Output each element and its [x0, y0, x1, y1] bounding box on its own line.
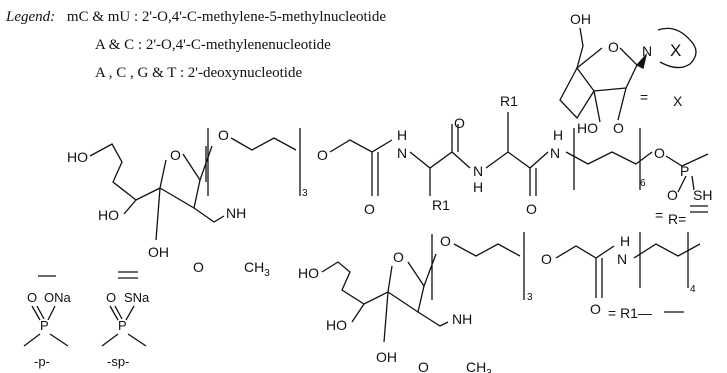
second-ho: HO [298, 265, 319, 281]
second-anomeric [423, 234, 437, 300]
second-o-acetyl: O [418, 359, 429, 373]
legend-header: Legend: [6, 9, 56, 25]
second-sub3: 3 [527, 292, 533, 303]
phos-p2: P [118, 318, 127, 333]
phos-ona: ONa [44, 290, 72, 305]
lna-oh: OH [570, 11, 591, 27]
main-p: P [680, 163, 689, 179]
lna-bonds-b [576, 47, 638, 92]
lna-o-bridge: O [613, 120, 624, 136]
phos-bonds-1 [23, 305, 69, 347]
legend-line-3: A , C , G & T : 2'-deoxynucleotide [95, 65, 303, 81]
second-n: N [617, 251, 627, 267]
main-o-acetyl: O [193, 259, 204, 275]
main-chain: HO O O 3 O H N O R1 O N H R1 O H N 6 O P… [67, 93, 712, 279]
main-amide-3 [429, 112, 549, 196]
second-chain: HO O O 3 O H N 4 O = R1— HO NH OH O CH3 [298, 232, 701, 373]
main-phosphorothioate [665, 153, 709, 193]
main-o-c3: O [526, 201, 537, 217]
second-ch3-text: CH [466, 359, 486, 373]
second-ch3: CH3 [466, 359, 492, 373]
second-amide [555, 245, 615, 298]
second-eq-r1: = R1— [608, 305, 652, 321]
second-sugar-b [387, 261, 425, 314]
main-sub6: 6 [640, 178, 646, 189]
second-nh: NH [452, 311, 472, 327]
legend-text-1: mC & mU : 2'-O,4'-C-methylene-5-methylnu… [66, 9, 386, 25]
phos-o1: O [27, 290, 37, 305]
second-oh: OH [376, 349, 397, 365]
phos-o2: O [106, 290, 116, 305]
lna-eq: = [640, 89, 648, 105]
main-o-link: O [218, 127, 229, 143]
main-amide-2 [409, 124, 471, 169]
main-h2: H [473, 179, 483, 195]
lna-bonds-a [575, 27, 603, 70]
second-sugar-c [351, 291, 449, 343]
lna-base-x: X [670, 41, 681, 60]
main-nh: NH [226, 205, 246, 221]
lna-base-arc [657, 27, 697, 69]
main-ch3-sub: 3 [264, 268, 270, 279]
main-sugar-c [123, 187, 225, 241]
lna-bonds-c [559, 67, 595, 120]
main-anomeric [199, 145, 213, 182]
phos-sna: SNa [124, 290, 150, 305]
second-o-c: O [590, 301, 601, 317]
main-o-link2: O [317, 147, 328, 163]
legend-line-1: Legend: mC & mU : 2'-O,4'-C-methylene-5-… [6, 9, 386, 26]
second-peg [453, 232, 525, 300]
main-ch3-text: CH [244, 259, 264, 275]
main-o-c2: O [454, 115, 465, 131]
lna-bonds-d [593, 87, 627, 123]
main-peg [207, 128, 301, 196]
main-o-ring: O [170, 147, 181, 163]
second-ho-left: HO [326, 317, 347, 333]
lna-o-ring: O [608, 39, 619, 55]
phos-label-sp: -sp- [107, 354, 129, 369]
main-sugar-b [159, 153, 201, 210]
main-ch3: CH3 [244, 259, 270, 279]
main-r1-top: R1 [500, 93, 518, 109]
phos-p1: P [40, 318, 49, 333]
main-sugar-a [89, 143, 167, 201]
main-amide-1 [329, 139, 393, 196]
main-sh: SH [693, 187, 712, 203]
lna-wedge [635, 52, 648, 69]
legend-line-2: A & C : 2'-O,4'-C-methylenenucleotide [95, 37, 331, 53]
lna-n: N [642, 43, 652, 59]
second-ch3-sub: 3 [486, 368, 492, 373]
main-r-eq: R= [668, 211, 686, 227]
lna-x: X [673, 93, 683, 109]
main-h3: H [553, 127, 563, 143]
main-h1: H [397, 127, 407, 143]
main-n2: N [473, 163, 483, 179]
second-sub4: 4 [690, 284, 696, 295]
phos-label-p: -p- [34, 354, 50, 369]
main-ho-top: HO [67, 149, 88, 165]
main-o-p2: O [667, 187, 678, 203]
phos-bonds-2 [101, 305, 147, 347]
main-r1-bottom: R1 [432, 197, 450, 213]
lna-ho: HO [577, 120, 598, 136]
main-eq-r: = [655, 207, 663, 223]
second-o-ring: O [393, 249, 404, 265]
second-h: H [620, 233, 630, 249]
main-oh-bottom: OH [148, 244, 169, 260]
main-n1: N [397, 145, 407, 161]
main-hexyl [565, 128, 653, 190]
second-o-link: O [440, 233, 451, 249]
second-o-link2: O [541, 251, 552, 267]
main-o-p: O [654, 145, 665, 161]
main-ho-left: HO [98, 207, 119, 223]
main-o-c1: O [364, 201, 375, 217]
main-n3: N [550, 145, 560, 161]
second-sugar-a [321, 261, 393, 305]
second-butyl [633, 232, 701, 288]
main-sub3: 3 [302, 188, 308, 199]
lna-unit: OH O N X = X HO O [559, 11, 697, 136]
phosphate-key: O ONa P -p- O SNa P -sp- [23, 271, 150, 369]
